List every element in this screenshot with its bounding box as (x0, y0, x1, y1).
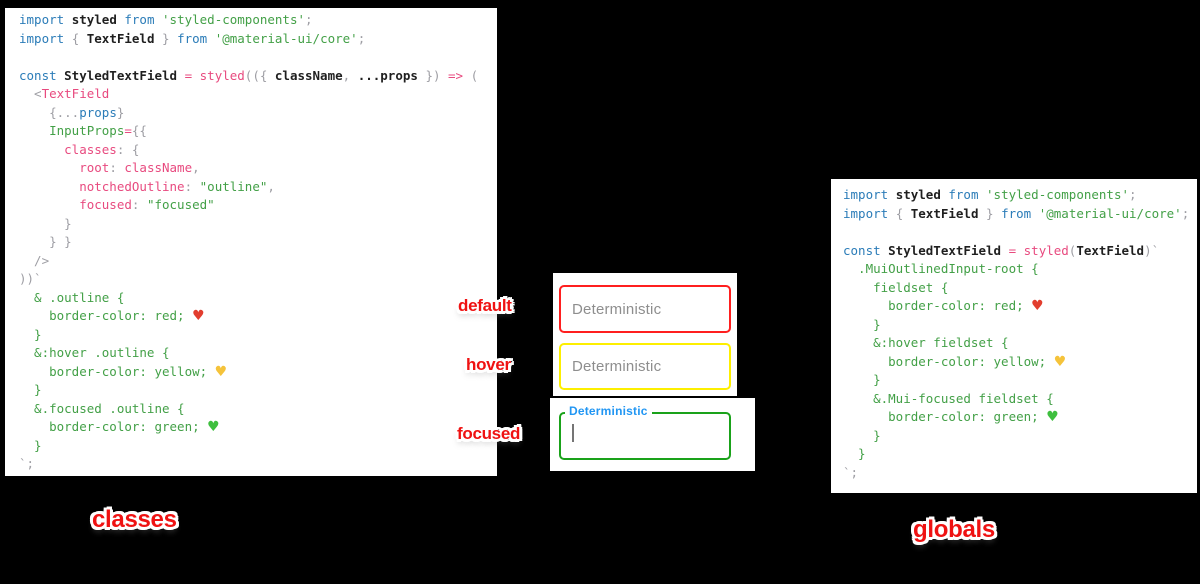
textfield-default-placeholder: Deterministic (572, 300, 662, 318)
textfield-focused[interactable] (559, 412, 731, 460)
caption-classes: classes (92, 506, 177, 533)
textfield-focused-floating-label: Deterministic (565, 404, 652, 418)
left-code-panel: import styled from 'styled-components';i… (5, 8, 497, 476)
left-code: import styled from 'styled-components';i… (19, 12, 479, 471)
right-code-panel: import styled from 'styled-components';i… (831, 179, 1197, 493)
caption-globals: globals (913, 516, 995, 543)
right-code: import styled from 'styled-components';i… (843, 187, 1190, 480)
label-default: default (458, 296, 512, 315)
label-hover: hover (466, 355, 511, 374)
text-caret (572, 424, 574, 442)
textfield-default[interactable]: Deterministic (559, 285, 731, 333)
textfield-hover-placeholder: Deterministic (572, 358, 662, 375)
textfield-hover[interactable]: Deterministic (559, 343, 731, 390)
label-focused: focused (457, 424, 521, 443)
